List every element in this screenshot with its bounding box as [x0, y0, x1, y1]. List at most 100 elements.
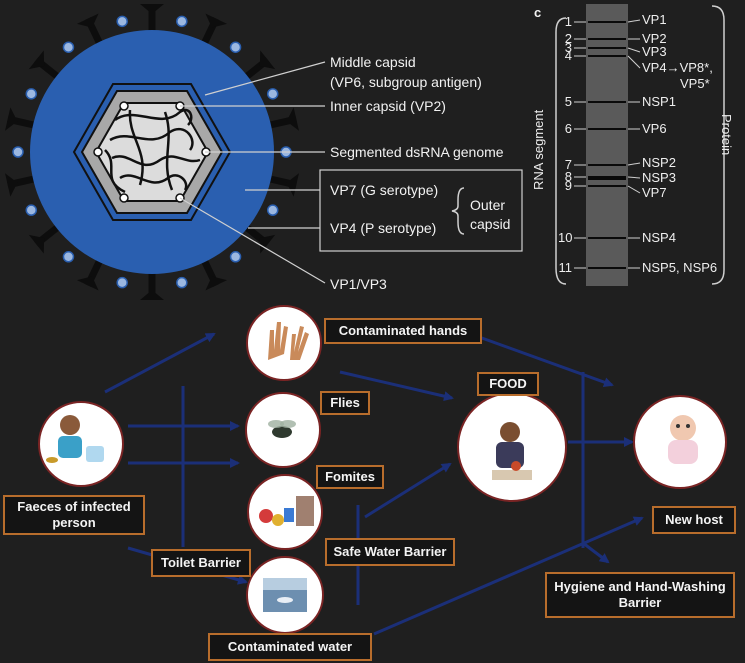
segment-number: 4: [564, 48, 572, 63]
label-outer: Outer: [470, 197, 506, 213]
vp7-dot: [116, 15, 128, 28]
label-middle-capsid: Middle capsid: [330, 54, 416, 70]
baby-icon: [668, 415, 698, 464]
label-inner-capsid: Inner capsid (VP2): [330, 98, 446, 114]
label-vp7: VP7 (G serotype): [330, 182, 439, 198]
protein-label: VP6: [642, 121, 667, 136]
left-bracket: [555, 17, 567, 285]
protein-label: VP4→VP8*,: [642, 60, 713, 75]
protein-label: VP5*: [680, 76, 710, 91]
gel-band: [588, 128, 626, 130]
host-box: New host: [652, 506, 736, 534]
fomites-box: Fomites: [316, 465, 384, 489]
hands-icon: [268, 322, 309, 360]
outer-dots: [12, 15, 292, 289]
protein-label: VP1: [642, 12, 667, 27]
panel-letter: c: [534, 5, 542, 20]
child-eating-icon: [492, 422, 532, 480]
gel-band: [588, 101, 626, 103]
segment-number: 3: [564, 40, 572, 55]
protein-label: NSP5, NSP6: [642, 260, 718, 275]
segment-number: 10: [558, 230, 573, 245]
vp7-dot: [62, 251, 75, 263]
gel-band: [588, 164, 626, 166]
gel-panel: [555, 4, 725, 286]
right-bracket: [711, 5, 725, 285]
segment-number: 11: [558, 260, 573, 275]
hands-box: Contaminated hands: [324, 318, 482, 344]
vp4-spike-head: [140, 290, 164, 300]
vp4-spike-head: [28, 234, 45, 254]
vp4-spike-head: [259, 234, 276, 254]
protein-label: NSP1: [642, 94, 676, 109]
protein-leader: [627, 55, 641, 69]
vp4-spike-head: [286, 107, 299, 131]
gel-lane: [586, 4, 628, 286]
gel-band: [588, 237, 626, 239]
vp4-spike-head: [205, 13, 228, 28]
protein-label: VP3: [642, 44, 667, 59]
vp4-spike-head: [5, 107, 18, 131]
label-genome: Segmented dsRNA genome: [330, 144, 504, 160]
protein-leader: [627, 19, 641, 23]
vp4-spike-head: [76, 13, 99, 28]
toilet-barrier-box: Toilet Barrier: [151, 549, 251, 577]
rotavirus-virion-diagram: [5, 4, 299, 300]
dsrna-genome: [104, 108, 201, 194]
outer-capsid-brace: [451, 187, 465, 235]
food-box: FOOD: [477, 372, 539, 396]
water-box: Contaminated water: [208, 633, 372, 661]
protein-axis-label: Protein: [719, 114, 734, 156]
vp7-dot: [12, 146, 24, 158]
segment-number: 5: [564, 94, 572, 109]
label-vp4: VP4 (P serotype): [330, 220, 437, 236]
vp4-spike-head: [76, 276, 99, 291]
gel-band: [588, 267, 626, 269]
vp7-dot: [229, 41, 242, 53]
vp7-dot: [266, 204, 279, 216]
water-icon: [263, 578, 307, 612]
flies-box: Flies: [320, 391, 370, 415]
segment-number: 1: [564, 14, 572, 29]
gel-bands: [574, 19, 641, 269]
vp4-spike-head: [140, 4, 164, 14]
vp7-dot: [62, 41, 75, 53]
middle-capsid-outline: [72, 83, 232, 221]
vp4-spike-head: [28, 50, 45, 70]
gel-band: [588, 55, 626, 57]
barrier-lines: [181, 372, 585, 605]
segment-number: 2: [564, 31, 572, 46]
protein-label: VP2: [642, 31, 667, 46]
fly-icon: [268, 420, 296, 438]
gel-band: [588, 176, 626, 180]
label-middle-capsid-detail: (VP6, subgroup antigen): [330, 74, 482, 90]
faeces-box: Faeces of infected person: [3, 495, 145, 535]
vp7-dot: [266, 88, 279, 100]
vp7-dot: [229, 251, 242, 263]
protein-label: VP7: [642, 185, 667, 200]
segment-number: 6: [564, 121, 572, 136]
label-vp1vp3: VP1/VP3: [330, 276, 387, 292]
vp7-dot: [176, 276, 188, 289]
hygiene-barrier-box: Hygiene and Hand-Washing Barrier: [545, 572, 735, 618]
child-toilet-icon: [46, 415, 104, 463]
vp7-dot: [116, 276, 128, 289]
vp4-spike-head: [205, 276, 228, 291]
vp7-dot: [176, 15, 188, 28]
virion-leader-lines: [179, 61, 326, 284]
gel-band: [588, 47, 626, 49]
segment-number: 8: [564, 169, 572, 184]
vp4-spikes: [5, 4, 299, 300]
rna-segment-axis-label: RNA segment: [531, 109, 546, 190]
protein-leader: [627, 162, 641, 166]
segment-number: 9: [564, 178, 572, 193]
protein-label: NSP3: [642, 170, 676, 185]
pictograms: [46, 322, 698, 612]
protein-label: NSP2: [642, 155, 676, 170]
vp4-spike-head: [259, 50, 276, 70]
vp4-spike-head: [5, 173, 18, 197]
vp4-spike-head: [286, 173, 299, 197]
toys-icon: [259, 496, 314, 526]
